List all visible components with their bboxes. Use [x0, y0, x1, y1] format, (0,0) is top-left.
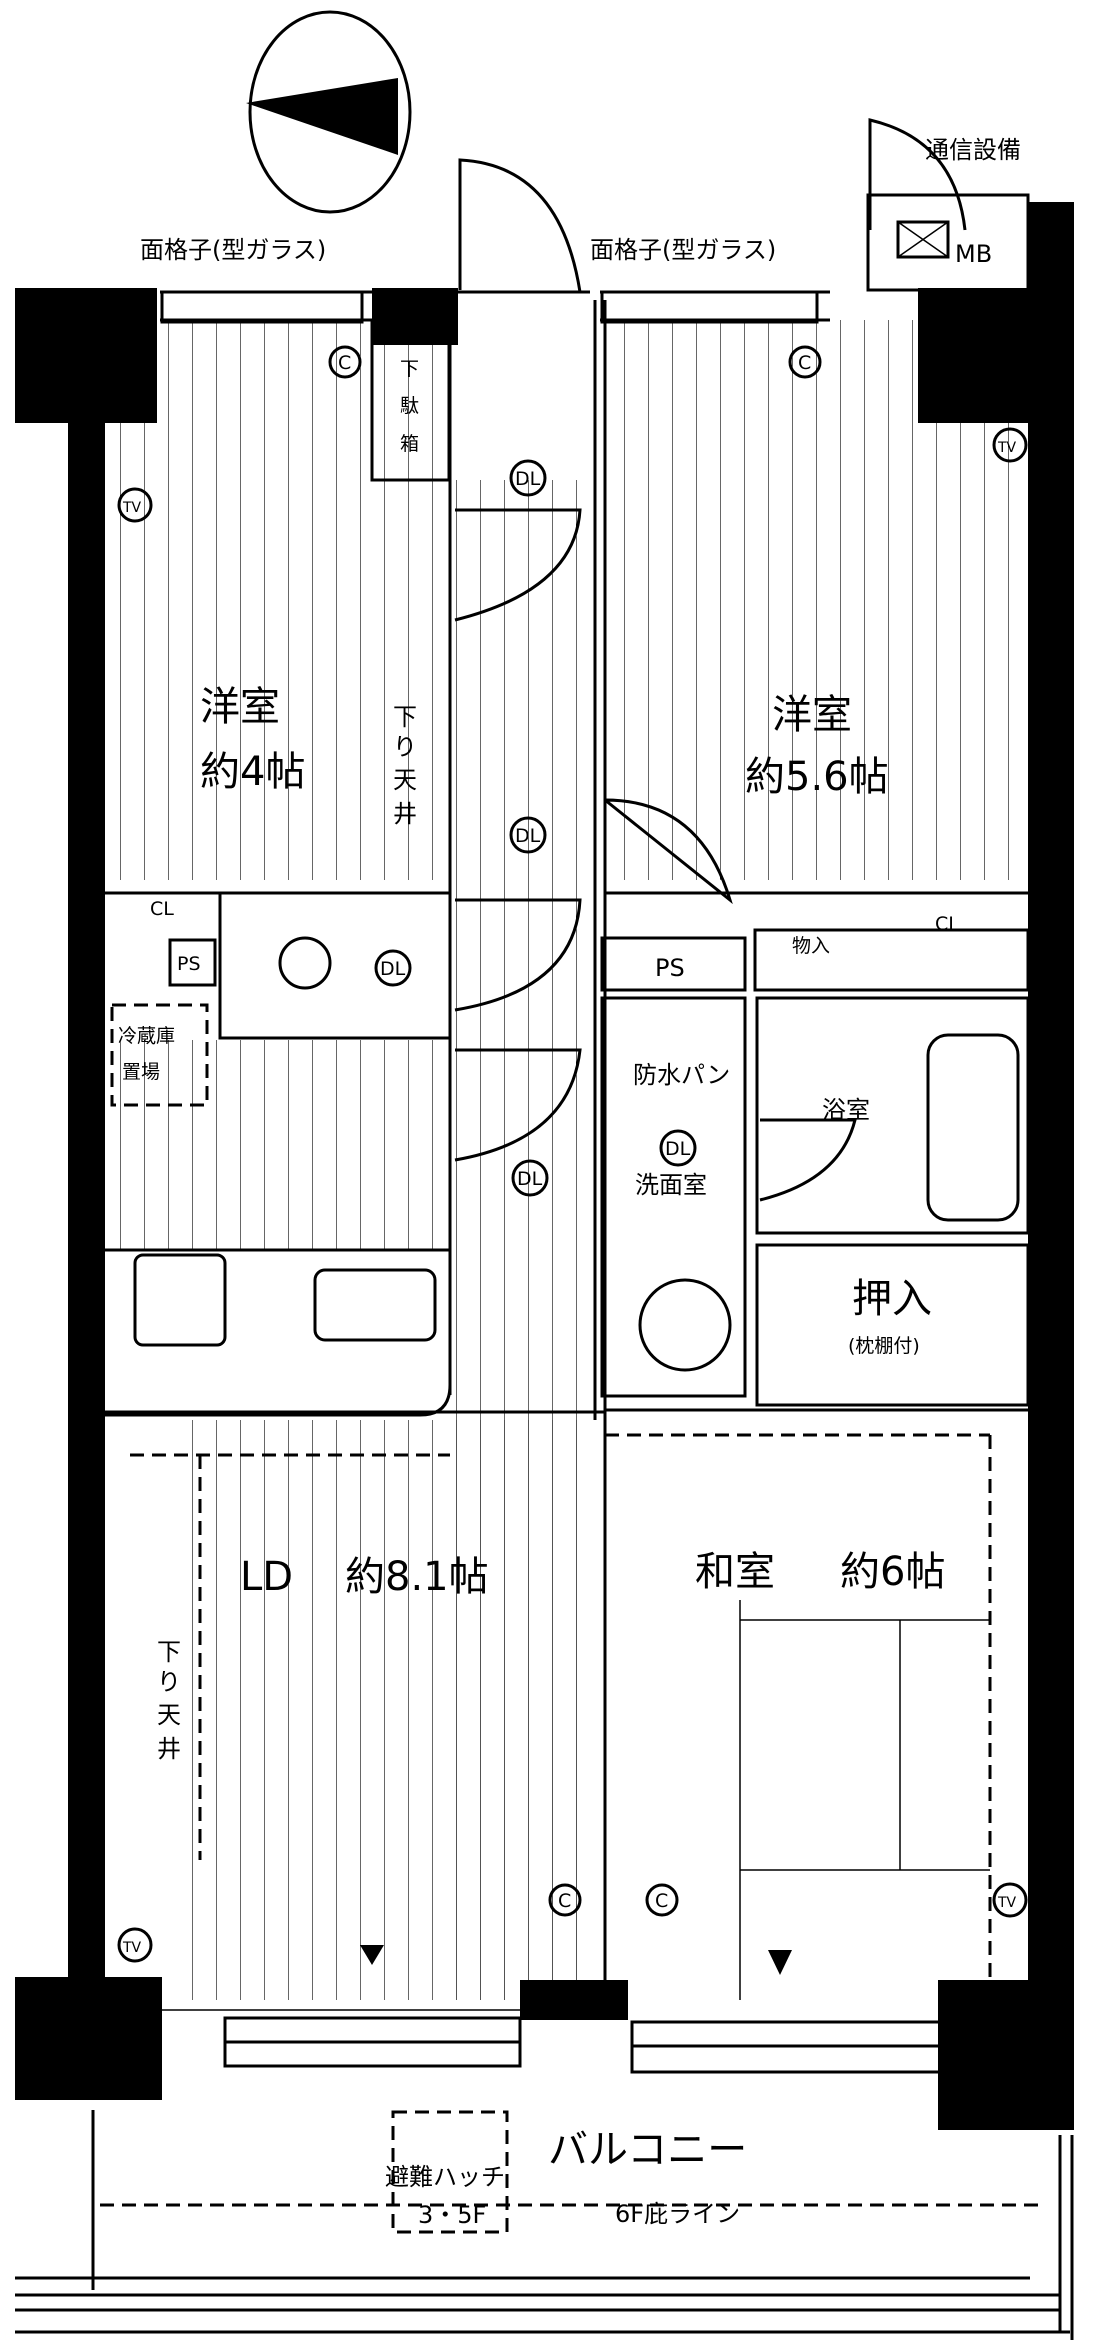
evac-floors-label: 3・5F: [418, 2201, 486, 2229]
tv-outlet-icon: TV: [992, 1882, 1028, 1918]
svg-text:下: 下: [400, 358, 419, 380]
svg-text:TV: TV: [122, 500, 142, 516]
stove-icon: [133, 1253, 227, 1347]
svg-text:C: C: [558, 1890, 571, 1912]
svg-text:C: C: [798, 352, 811, 374]
svg-text:天: 天: [157, 1701, 181, 1729]
svg-text:駄: 駄: [400, 395, 419, 417]
downlight-icon: DL: [374, 949, 412, 987]
downlight-icon: DL: [509, 459, 547, 497]
svg-text:DL: DL: [515, 825, 541, 847]
eave-line-label: 6F庇ライン: [615, 2200, 740, 2228]
ceiling-light-icon: C: [548, 1883, 582, 1917]
svg-text:C: C: [338, 352, 351, 374]
entrance-door: [458, 158, 582, 293]
svg-text:DL: DL: [515, 468, 541, 490]
svg-text:天: 天: [393, 766, 417, 794]
waterproof-pan-label: 防水パン: [633, 1061, 730, 1089]
washing-machine-icon: [638, 1278, 732, 1372]
svg-text:下: 下: [393, 703, 417, 731]
flooring: [110, 320, 1025, 2000]
room-japanese-name: 和室: [695, 1549, 775, 1595]
cl-left: CL: [150, 898, 174, 920]
window-grille-right: 面格子(型ガラス): [590, 236, 776, 264]
svg-text:り: り: [157, 1668, 181, 1696]
tv-outlet-icon: TV: [117, 487, 153, 523]
windows: [160, 290, 942, 2074]
bathtub-icon: [926, 1033, 1020, 1222]
interior-walls: [105, 290, 1030, 2011]
ps-left: PS: [177, 953, 201, 975]
cl-right: CL: [935, 913, 959, 935]
downlight-icon: DL: [511, 1159, 549, 1197]
downlight-icon: DL: [659, 1129, 697, 1167]
svg-text:DL: DL: [517, 1168, 543, 1190]
ceiling-light-icon: C: [645, 1883, 679, 1917]
room-western-2-name: 洋室: [772, 692, 852, 738]
downlight-icon: DL: [509, 816, 547, 854]
balcony-label: バルコニー: [548, 2127, 747, 2173]
doors: [454, 118, 1030, 1202]
shoe-box-label: 下 駄 箱: [400, 358, 419, 455]
svg-text:井: 井: [393, 800, 417, 828]
window-grille-left: 面格子(型ガラス): [140, 236, 326, 264]
svg-text:井: 井: [157, 1735, 181, 1763]
fridge-label-2: 置場: [122, 1061, 160, 1083]
compass-icon: [246, 10, 412, 214]
washbasin-icon: [278, 936, 332, 990]
ps-right: PS: [655, 954, 685, 982]
svg-text:TV: TV: [122, 1940, 142, 1956]
bathroom-label: 浴室: [822, 1096, 870, 1124]
svg-text:TV: TV: [997, 1895, 1017, 1911]
svg-text:C: C: [655, 1890, 668, 1912]
room-ld-name: LD: [240, 1554, 293, 1600]
closet-oshiire: 押入: [852, 1276, 932, 1322]
washroom-label: 洗面室: [635, 1171, 707, 1199]
room-ld-size: 約8.1帖: [345, 1554, 489, 1600]
exterior-walls: [15, 202, 1074, 2130]
lowered-ceiling-label-1: 下 り 天 井: [393, 703, 417, 828]
storage-label: 物入: [792, 935, 830, 957]
svg-text:TV: TV: [997, 440, 1017, 456]
svg-text:DL: DL: [380, 958, 406, 980]
svg-text:DL: DL: [665, 1138, 691, 1160]
ceiling-light-icon: C: [788, 345, 822, 379]
meter-box-label: MB: [955, 240, 992, 268]
svg-text:下: 下: [157, 1638, 181, 1666]
closet-note: (枕棚付): [848, 1335, 920, 1357]
sink-icon: [313, 1268, 437, 1342]
room-western-1-size: 約4帖: [200, 749, 305, 795]
svg-text:箱: 箱: [400, 433, 419, 455]
telecom-label: 通信設備: [925, 136, 1021, 164]
svg-text:り: り: [393, 733, 417, 761]
room-western-2-size: 約5.6帖: [745, 754, 889, 800]
ceiling-light-icon: C: [328, 345, 362, 379]
room-japanese-size: 約6帖: [840, 1549, 945, 1595]
tv-outlet-icon: TV: [117, 1927, 153, 1963]
evac-hatch-label: 避難ハッチ: [385, 2163, 505, 2191]
lowered-ceiling-label-2: 下 り 天 井: [157, 1638, 181, 1763]
balcony: [15, 2110, 1074, 2340]
room-western-1-name: 洋室: [200, 684, 280, 730]
fridge-label-1: 冷蔵庫: [118, 1025, 175, 1047]
tv-outlet-icon: TV: [992, 427, 1028, 463]
